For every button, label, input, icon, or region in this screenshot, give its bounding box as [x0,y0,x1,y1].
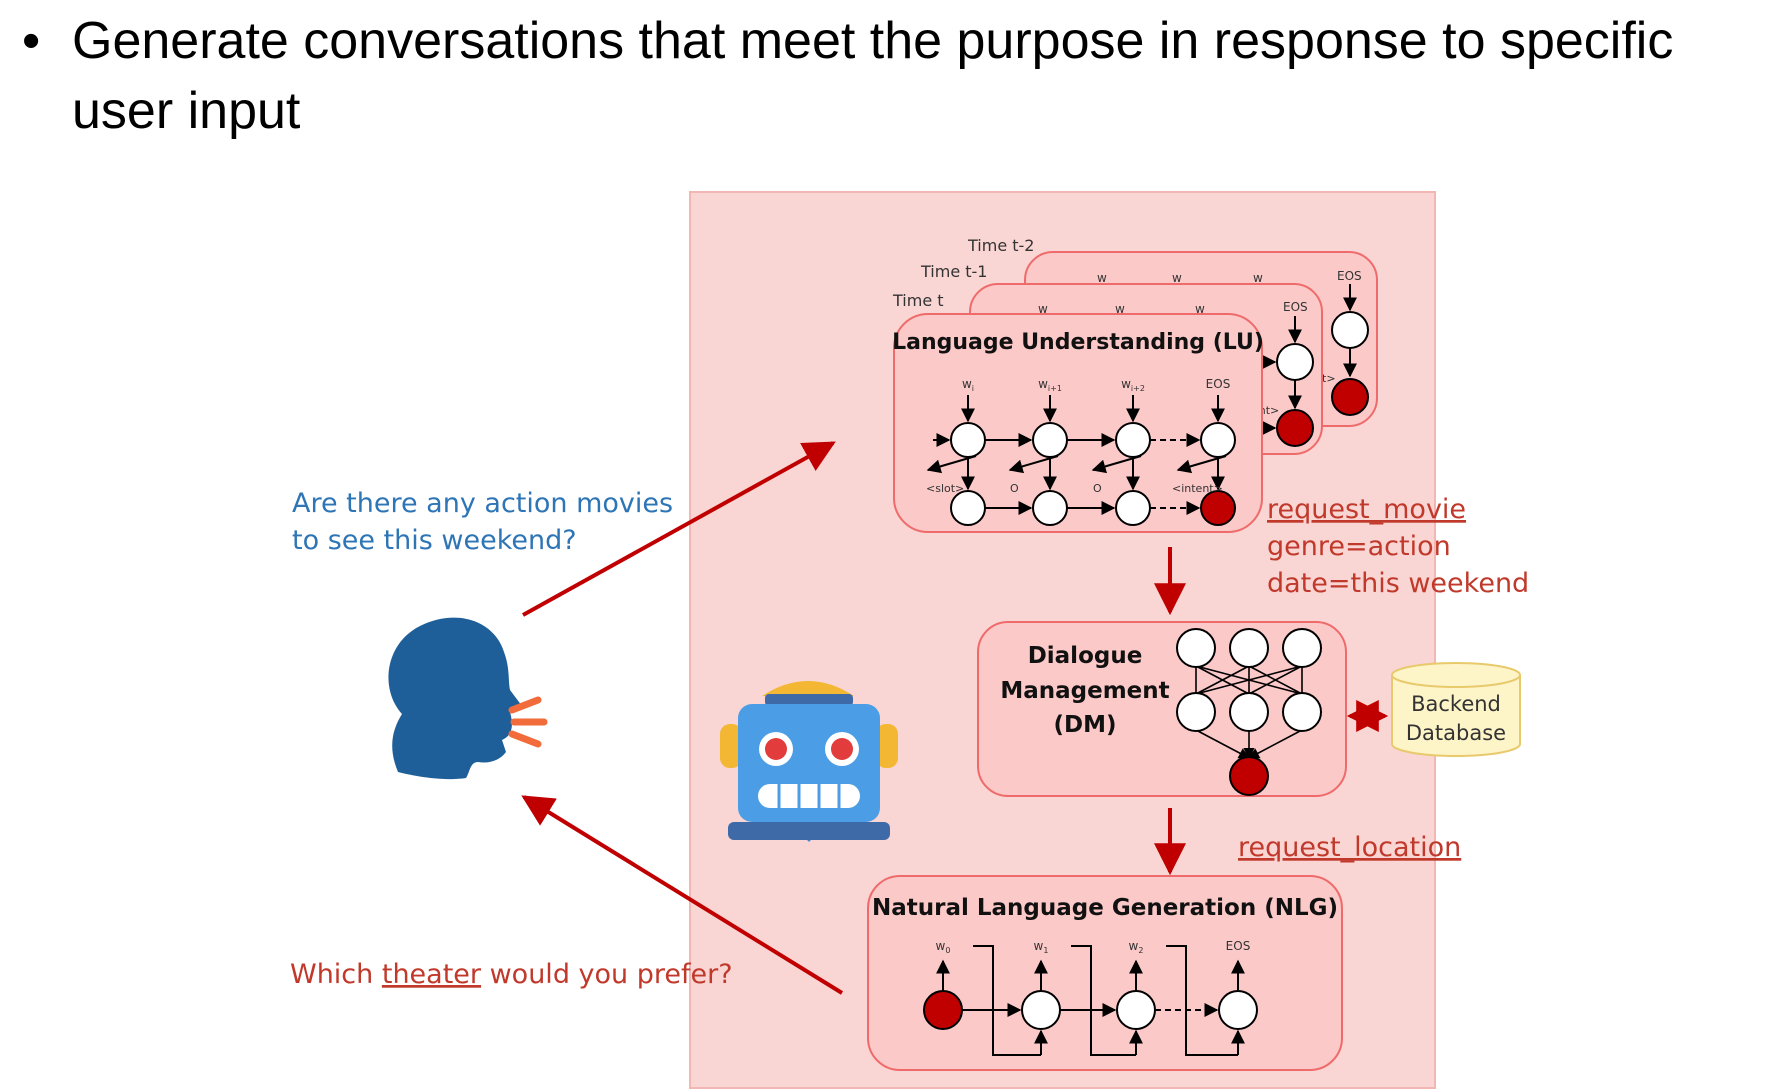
time-label-t: Time t [892,291,944,310]
back1-input-eos: EOS [1283,300,1308,314]
nlg-hidden-node [1116,990,1156,1030]
database-label-line-2: Database [1406,721,1506,745]
dm-title-line-3: (DM) [1053,712,1116,738]
frame-slot-genre: genre=action [1267,531,1451,562]
nlg-hidden-node [1218,990,1258,1030]
dm-hidden-node [1282,692,1322,732]
lu-input-subscript: i [972,384,974,393]
lu-output-label: O [1010,482,1019,495]
bullet-glyph: • [22,12,41,70]
system-response: Which theater would you prefer? [290,959,733,990]
heading-text: Generate conversations that meet the pur… [72,12,1674,140]
user-utterance-line-2: to see this weekend? [292,525,577,556]
dm-input-node [1176,628,1216,668]
nlg-hidden-node [1021,990,1061,1030]
time-label-t-2: Time t-2 [967,236,1034,255]
lu-input-label: wi [962,377,974,393]
dm-edge [1195,665,1250,695]
back2-input-2: w [1253,271,1263,285]
response-part-1: Which [290,959,382,990]
lu-hidden-node [1200,422,1236,458]
dm-edge-out [1248,729,1303,759]
time-label-t-1: Time t-1 [920,262,987,281]
user-utterance: Are there any action movies to see this … [292,488,673,556]
lu-output-node [950,490,986,526]
back1-input-2: w [1195,302,1205,316]
nlg-feedback-line [973,945,1041,1056]
lu-output-label: <slot> [926,482,964,495]
backend-database: Backend Database [1391,662,1521,757]
database-label-line-1: Backend [1411,692,1501,716]
back1-input-0: w [1038,302,1048,316]
nlg-output-subscript: 1 [1043,946,1048,955]
nlg-output-label: EOS [1226,939,1251,953]
nlg-output-subscript: 0 [945,946,950,955]
slide-bullet-heading: • Generate conversations that meet the p… [22,6,1762,146]
dm-edge [1195,665,1303,695]
dm-edge [1248,665,1303,695]
dm-title-line-2: Management [1000,678,1169,704]
dm-module: Dialogue Management (DM) [977,621,1347,797]
response-part-2: theater [382,959,482,990]
user-utterance-line-1: Are there any action movies [292,488,673,519]
lu-output-node [1115,490,1151,526]
dm-hidden-node [1176,692,1216,732]
lu-intent-node [1200,490,1236,526]
back2-input-1: w [1172,271,1182,285]
nlg-start-node [923,990,963,1030]
robot-icon [720,681,898,842]
lu-output-label: <intent> [1172,482,1223,495]
nlg-feedback-line [1166,945,1238,1056]
dm-output-node [1229,756,1269,796]
lu-output-node [1032,490,1068,526]
lu-hidden-node [950,422,986,458]
semantic-frame: request_movie genre=action date=this wee… [1267,494,1529,599]
lu-input-label: EOS [1206,377,1231,391]
lu-input-subscript: i+1 [1048,384,1062,393]
frame-slot-date: date=this weekend [1267,568,1529,599]
back1-input-1: w [1115,302,1125,316]
lu-hidden-node [1032,422,1068,458]
lu-module: Language Understanding (LU) wi<slot>wi+1… [892,313,1264,533]
dm-hidden-node [1229,692,1269,732]
dm-title-line-1: Dialogue [1028,643,1143,669]
nlg-to-user-arrow [521,795,844,995]
dm-input-node [1229,628,1269,668]
dm-edge-out [1195,729,1250,759]
user-to-lu-arrow [522,441,836,617]
frame-intent: request_movie [1267,494,1466,525]
lu-output-label: O [1093,482,1102,495]
nlg-title: Natural Language Generation (NLG) [872,895,1338,921]
dm-action-label: request_location [1238,832,1461,863]
back2-input-eos: EOS [1337,269,1362,283]
speaking-head-icon [388,617,548,780]
nlg-feedback-line [1071,945,1136,1056]
lu-input-subscript: i+2 [1131,384,1145,393]
back2-partial-label: t> [1322,372,1336,385]
response-part-3: would you prefer? [481,959,733,990]
lu-hidden-node [1115,422,1151,458]
nlg-output-subscript: 2 [1138,946,1143,955]
dm-network [1176,628,1322,796]
lu-title: Language Understanding (LU) [892,330,1264,355]
back2-input-0: w [1097,271,1107,285]
dm-input-node [1282,628,1322,668]
